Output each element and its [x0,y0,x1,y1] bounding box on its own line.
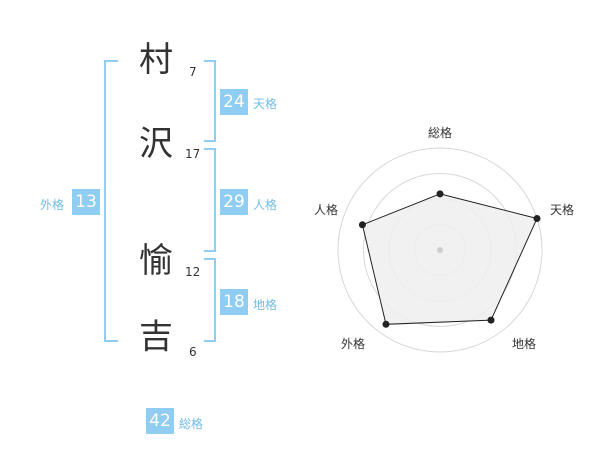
tenkaku-value: 24 [220,89,248,115]
radar-label-tenkaku: 天格 [550,203,575,217]
soukaku-value: 42 [146,408,174,434]
gaikaku-label: 外格 [40,198,65,212]
chikaku-bracket [204,258,216,342]
radar-points [358,190,541,328]
radar-label-chikaku: 地格 [512,337,537,351]
jinkaku-label: 人格 [253,198,278,212]
tenkaku-bracket [204,60,216,142]
radar-point-4 [382,320,390,328]
name-char-3: 愉 [139,241,173,281]
stroke-count-4: 6 [189,345,197,359]
name-char-4: 吉 [139,317,173,357]
chikaku-value: 18 [220,289,248,315]
gaikaku-bracket [104,60,118,342]
radar-point-5 [358,221,366,229]
chikaku-label: 地格 [253,298,278,312]
name-char-1: 村 [139,40,173,80]
tenkaku-label: 天格 [253,97,278,111]
jinkaku-bracket [204,148,216,252]
radar-label-gaikaku: 外格 [341,337,366,351]
stroke-count-2: 17 [185,147,201,161]
soukaku-label: 総格 [179,417,204,431]
jinkaku-value: 29 [220,189,248,215]
radar-polygon [361,193,538,325]
radar-ring [337,147,543,353]
radar-point-1 [436,190,444,198]
name-char-2: 沢 [139,124,173,164]
radar-point-2 [533,215,541,222]
radar-label-jinkaku: 人格 [314,203,339,217]
radar-point-3 [487,316,495,324]
radar-label-soukaku: 総格 [428,126,453,140]
gaikaku-value: 13 [72,189,100,215]
radar-center-dot [437,247,443,253]
stroke-count-3: 12 [185,265,201,279]
stroke-count-1: 7 [189,65,197,79]
